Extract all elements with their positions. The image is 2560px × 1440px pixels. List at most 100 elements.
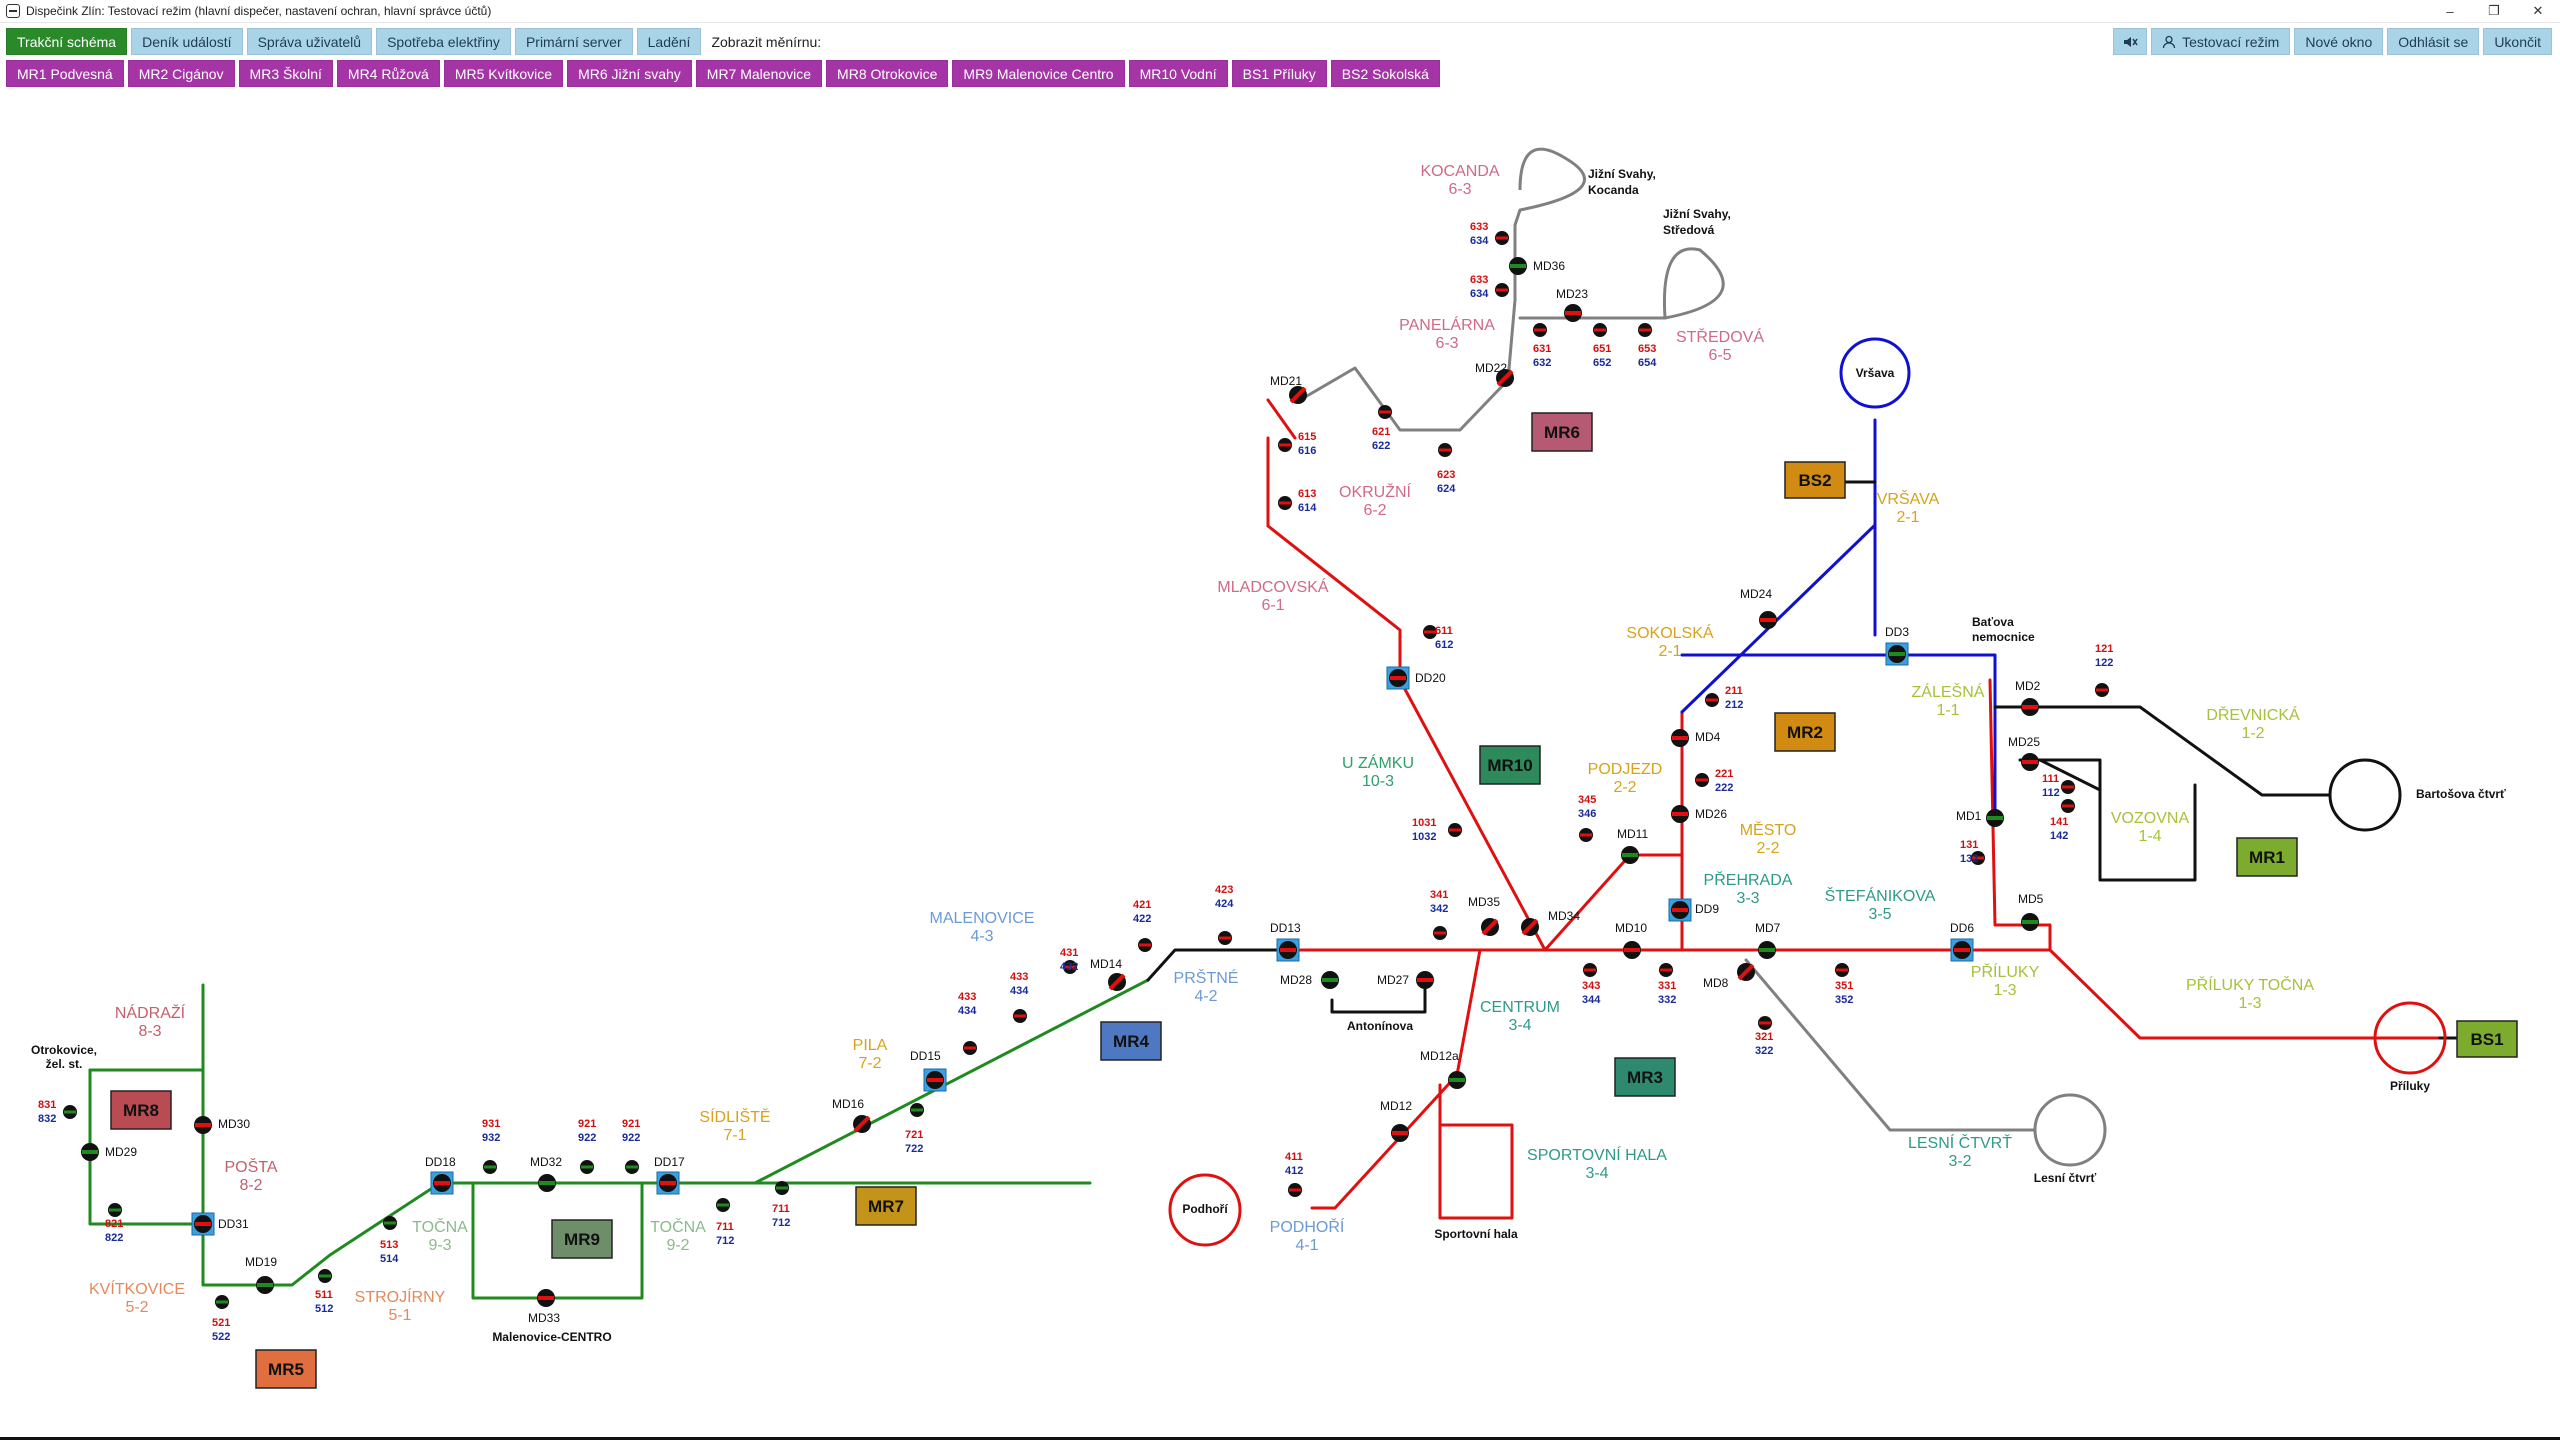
switch-md2[interactable]: MD2 (2015, 679, 2041, 716)
station-button-bs1[interactable]: BS1 Příluky (1231, 60, 1327, 87)
switch-dd31[interactable]: DD31 (191, 1212, 249, 1236)
switch-md1[interactable]: MD1 (1956, 809, 2004, 827)
substation-mr2[interactable]: MR2 (1774, 712, 1836, 752)
switch-md22[interactable]: MD22 (1475, 361, 1514, 387)
switch-dd3[interactable]: DD3 (1885, 625, 1909, 666)
station-button-bs2[interactable]: BS2 Sokolská (1330, 60, 1440, 87)
close-button[interactable]: ✕ (2532, 3, 2544, 18)
switch-md14[interactable]: MD14 (1090, 957, 1126, 991)
switch-md21[interactable]: MD21 (1270, 374, 1307, 404)
substation-mr1[interactable]: MR1 (2236, 837, 2298, 877)
switch-md27[interactable]: MD27 (1377, 971, 1434, 989)
switch-md35[interactable]: MD35 (1468, 895, 1500, 936)
substation-mr6[interactable]: MR6 (1531, 412, 1593, 452)
switch-dd18[interactable]: DD18 (425, 1155, 456, 1195)
traction-scheme-button[interactable]: Trakční schéma (6, 28, 128, 55)
switch-md11[interactable]: MD11 (1617, 827, 1648, 864)
station-button-mr5[interactable]: MR5 Kvítkovice (443, 60, 564, 87)
substation-mr7[interactable]: MR7 (855, 1186, 917, 1226)
switch-md30[interactable]: MD30 (194, 1116, 250, 1134)
switch-md29[interactable]: MD29 (81, 1143, 137, 1161)
switch-md34[interactable]: MD34 (1521, 909, 1580, 936)
event-log-button[interactable]: Deník událostí (131, 28, 243, 55)
substation-mr5[interactable]: MR5 (255, 1349, 317, 1389)
substation-mr10[interactable]: MR10 (1479, 745, 1541, 785)
minimize-button[interactable]: – (2446, 3, 2454, 19)
switch-md33[interactable]: MD33 (528, 1289, 560, 1325)
switch-md25[interactable]: MD25 (2008, 735, 2040, 771)
station-button-mr1[interactable]: MR1 Podvesná (6, 60, 124, 87)
switch-md16[interactable]: MD16 (832, 1097, 871, 1133)
switch-md28[interactable]: MD28 (1280, 971, 1339, 989)
station-button-mr6[interactable]: MR6 Jižní svahy (567, 60, 692, 87)
switch-md26[interactable]: MD26 (1671, 805, 1727, 823)
switch-md23[interactable]: MD23 (1556, 287, 1588, 322)
switch-dd6[interactable]: DD6 (1950, 921, 1974, 962)
substation-bs2[interactable]: BS2 (1784, 461, 1846, 499)
exit-button[interactable]: Ukončit (2483, 28, 2552, 55)
mute-button[interactable] (2113, 28, 2148, 55)
debug-button[interactable]: Ladění (636, 28, 702, 55)
switch-md19[interactable]: MD19 (245, 1255, 277, 1294)
switch-dd15[interactable]: DD15 (910, 1049, 947, 1092)
primary-server-button[interactable]: Primární server (514, 28, 633, 55)
switch-md12a[interactable]: MD12a (1420, 1049, 1466, 1089)
switch-md8[interactable]: MD8 (1703, 963, 1755, 990)
substation-mr9[interactable]: MR9 (551, 1219, 613, 1259)
switch-md32[interactable]: MD32 (530, 1155, 562, 1192)
switch-md5[interactable]: MD5 (2018, 892, 2044, 931)
substation-mr8[interactable]: MR8 (110, 1090, 172, 1130)
power-consumption-button[interactable]: Spotřeba elektřiny (376, 28, 511, 55)
station-button-mr3[interactable]: MR3 Školní (238, 60, 333, 87)
logout-button[interactable]: Odhlásit se (2387, 28, 2480, 55)
switch-dd9[interactable]: DD9 (1668, 898, 1719, 922)
station-button-mr2[interactable]: MR2 Cigánov (127, 60, 235, 87)
switch-md4[interactable]: MD4 (1671, 729, 1721, 747)
station-button-mr9[interactable]: MR9 Malenovice Centro (952, 60, 1125, 87)
station-button-mr7[interactable]: MR7 Malenovice (695, 60, 823, 87)
station-button-mr8[interactable]: MR8 Otrokovice (826, 60, 949, 87)
switch-dd17[interactable]: DD17 (654, 1155, 685, 1195)
maximize-button[interactable]: ❐ (2488, 3, 2500, 18)
switch-md36[interactable]: MD36 (1509, 257, 1565, 275)
